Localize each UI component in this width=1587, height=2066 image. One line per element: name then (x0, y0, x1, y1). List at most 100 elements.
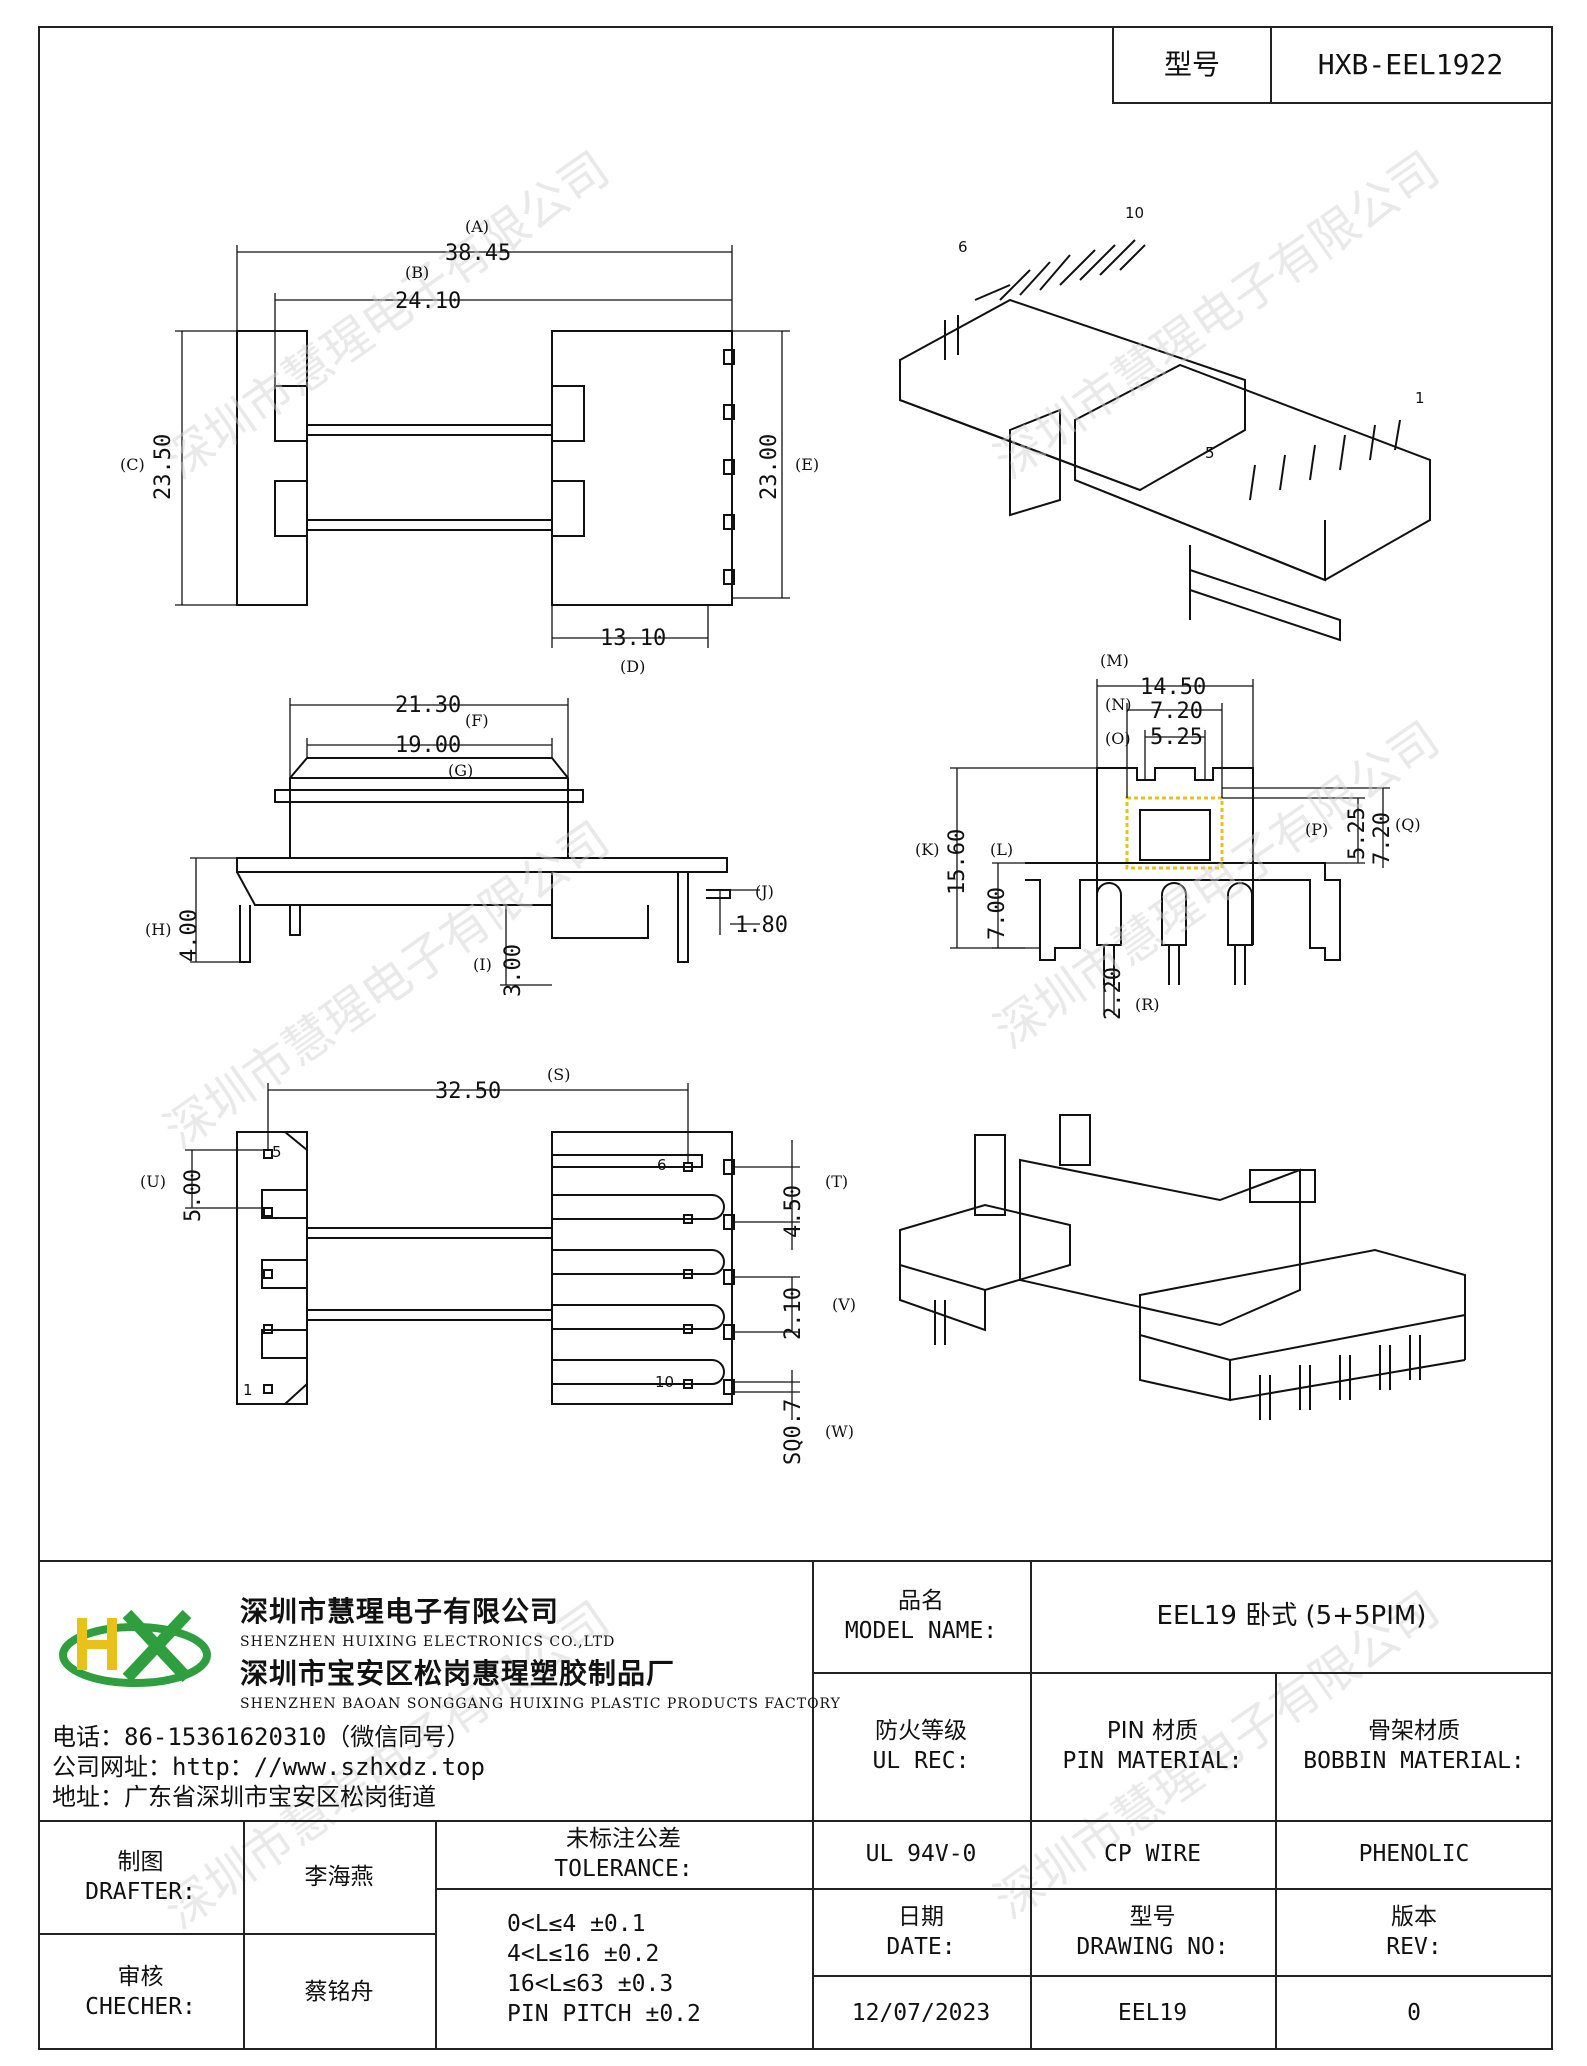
tb-drawing-no-value: EEL19 (1117, 1999, 1188, 2026)
company-name-cn-1: 深圳市慧瑆电子有限公司 (240, 1595, 560, 1628)
dim-g-tag: (G) (448, 761, 473, 780)
dim-c-value: 23.50 (151, 434, 176, 500)
dim-j-value: 1.80 (735, 913, 788, 938)
tb-pin-material-value: CP WIRE (1104, 1841, 1201, 1867)
tb-model-name-value: EEL19 卧式 (5+5PIM) (1156, 1601, 1427, 1631)
dim-k-tag: (K) (915, 840, 939, 859)
dim-m-value: 14.50 (1140, 675, 1206, 700)
dim-f-tag: (F) (465, 711, 489, 730)
dim-u-value: 5.00 (181, 1169, 206, 1222)
dim-m-tag: (M) (1100, 651, 1129, 670)
watermark-1: 深圳市慧瑆电子有限公司 (155, 141, 620, 490)
dim-b-tag: (B) (405, 263, 429, 282)
dim-f-value: 21.30 (395, 693, 461, 718)
tb-vline-drafter (243, 1820, 245, 2050)
dim-i-value: 3.00 (501, 944, 526, 997)
company-name-en-2: SHENZHEN BAOAN SONGGANG HUIXING PLASTIC … (240, 1696, 841, 1712)
section-view (950, 679, 1390, 1015)
tolerance-line-1: 0<L≤4 ±0.1 (507, 1911, 646, 1937)
dim-n-tag: (N) (1105, 695, 1131, 714)
tb-hline-5 (38, 1933, 435, 1935)
tb-tolerance-table: 0<L≤4 ±0.1 4<L≤16 ±0.2 16<L≤63 ±0.3 PIN … (435, 1888, 812, 2050)
bottom-pin-5: 5 (272, 1143, 282, 1161)
tb-hline-4 (812, 1975, 1553, 1977)
tb-hline-2 (38, 1820, 1553, 1822)
tb-hline-1 (812, 1672, 1553, 1674)
tolerance-line-4: PIN PITCH ±0.2 (507, 2001, 701, 2027)
dim-t-value: 4.50 (781, 1185, 806, 1238)
dim-l-value: 7.00 (985, 887, 1010, 940)
dim-l-tag: (L) (990, 840, 1013, 859)
bottom-pin-6: 6 (657, 1156, 667, 1174)
bottom-pin-1: 1 (243, 1381, 253, 1399)
isometric-top-view (899, 239, 1431, 642)
dim-q-value: 7.20 (1370, 812, 1395, 865)
company-name-cn-2: 深圳市宝安区松岗惠瑆塑胶制品厂 (240, 1657, 676, 1690)
dim-d-value: 13.10 (600, 626, 666, 651)
dim-d-tag: (D) (620, 657, 645, 676)
tb-rev-value: 0 (1407, 1999, 1421, 2026)
tb-ul-value: UL 94V-0 (865, 1841, 977, 1867)
dim-s-value: 32.50 (435, 1079, 501, 1104)
header-model-label: 型号 (1112, 26, 1272, 104)
dim-w-value: SQ0.7 (781, 1399, 806, 1465)
front-view (175, 245, 790, 648)
dim-k-value: 15.60 (945, 829, 970, 895)
drawing-frame (38, 26, 1553, 2050)
dim-v-tag: (V) (832, 1295, 856, 1314)
dim-u-tag: (U) (140, 1172, 166, 1191)
dim-c-tag: (C) (120, 455, 145, 474)
dim-n-value: 7.20 (1150, 699, 1203, 724)
dim-a-tag: (A) (465, 217, 489, 236)
dim-i-tag: (I) (473, 955, 492, 974)
dim-b-value: 24.10 (395, 289, 461, 314)
dim-o-value: 5.25 (1150, 725, 1203, 750)
company-website: 公司网址：http：//www.szhxdz.top (52, 1753, 485, 1781)
tb-bobbin-material-value: PHENOLIC (1358, 1841, 1470, 1867)
dim-o-tag: (O) (1105, 729, 1131, 748)
iso-top-pin-6: 6 (958, 238, 968, 256)
dim-j-tag: (J) (755, 882, 774, 901)
bottom-view (185, 1083, 800, 1420)
iso-top-pin-10: 10 (1125, 204, 1144, 222)
dim-r-tag: (R) (1135, 995, 1160, 1014)
dim-r-value: 2.20 (1101, 967, 1126, 1020)
logo-x-stroke (122, 1609, 192, 1683)
iso-top-pin-5: 5 (1205, 444, 1215, 462)
company-address: 地址：广东省深圳市宝安区松岗街道 (52, 1783, 436, 1811)
dim-w-tag: (W) (825, 1422, 854, 1441)
tb-vline-company (812, 1560, 814, 2050)
tb-drafter-name: 李海燕 (304, 1863, 374, 1890)
tolerance-line-2: 4<L≤16 ±0.2 (507, 1941, 660, 1967)
dim-s-tag: (S) (547, 1065, 570, 1084)
header-model-value: HXB-EEL1922 (1270, 26, 1553, 104)
company-logo (55, 1590, 215, 1700)
dim-e-value: 23.00 (757, 434, 782, 500)
dim-p-tag: (P) (1305, 820, 1328, 839)
dim-a-value: 38.45 (445, 241, 511, 266)
dim-v-value: 2.10 (781, 1287, 806, 1340)
dim-p-value: 5.25 (1345, 807, 1370, 860)
tb-vline-tol (435, 1820, 437, 2050)
dim-q-tag: (Q) (1395, 815, 1421, 834)
watermark-4: 深圳市慧瑆电子有限公司 (985, 711, 1450, 1060)
tb-date-value: 12/07/2023 (851, 1999, 991, 2026)
tb-vline-model (1030, 1560, 1032, 2050)
company-info: 深圳市慧瑆电子有限公司 SHENZHEN HUIXING ELECTRONICS… (240, 1590, 841, 1712)
logo-h-bar (77, 1640, 117, 1649)
bottom-pin-10: 10 (655, 1373, 674, 1391)
dim-e-tag: (E) (795, 455, 819, 474)
iso-top-pin-1: 1 (1415, 389, 1425, 407)
title-block (38, 1560, 1553, 2050)
dim-g-value: 19.00 (395, 733, 461, 758)
